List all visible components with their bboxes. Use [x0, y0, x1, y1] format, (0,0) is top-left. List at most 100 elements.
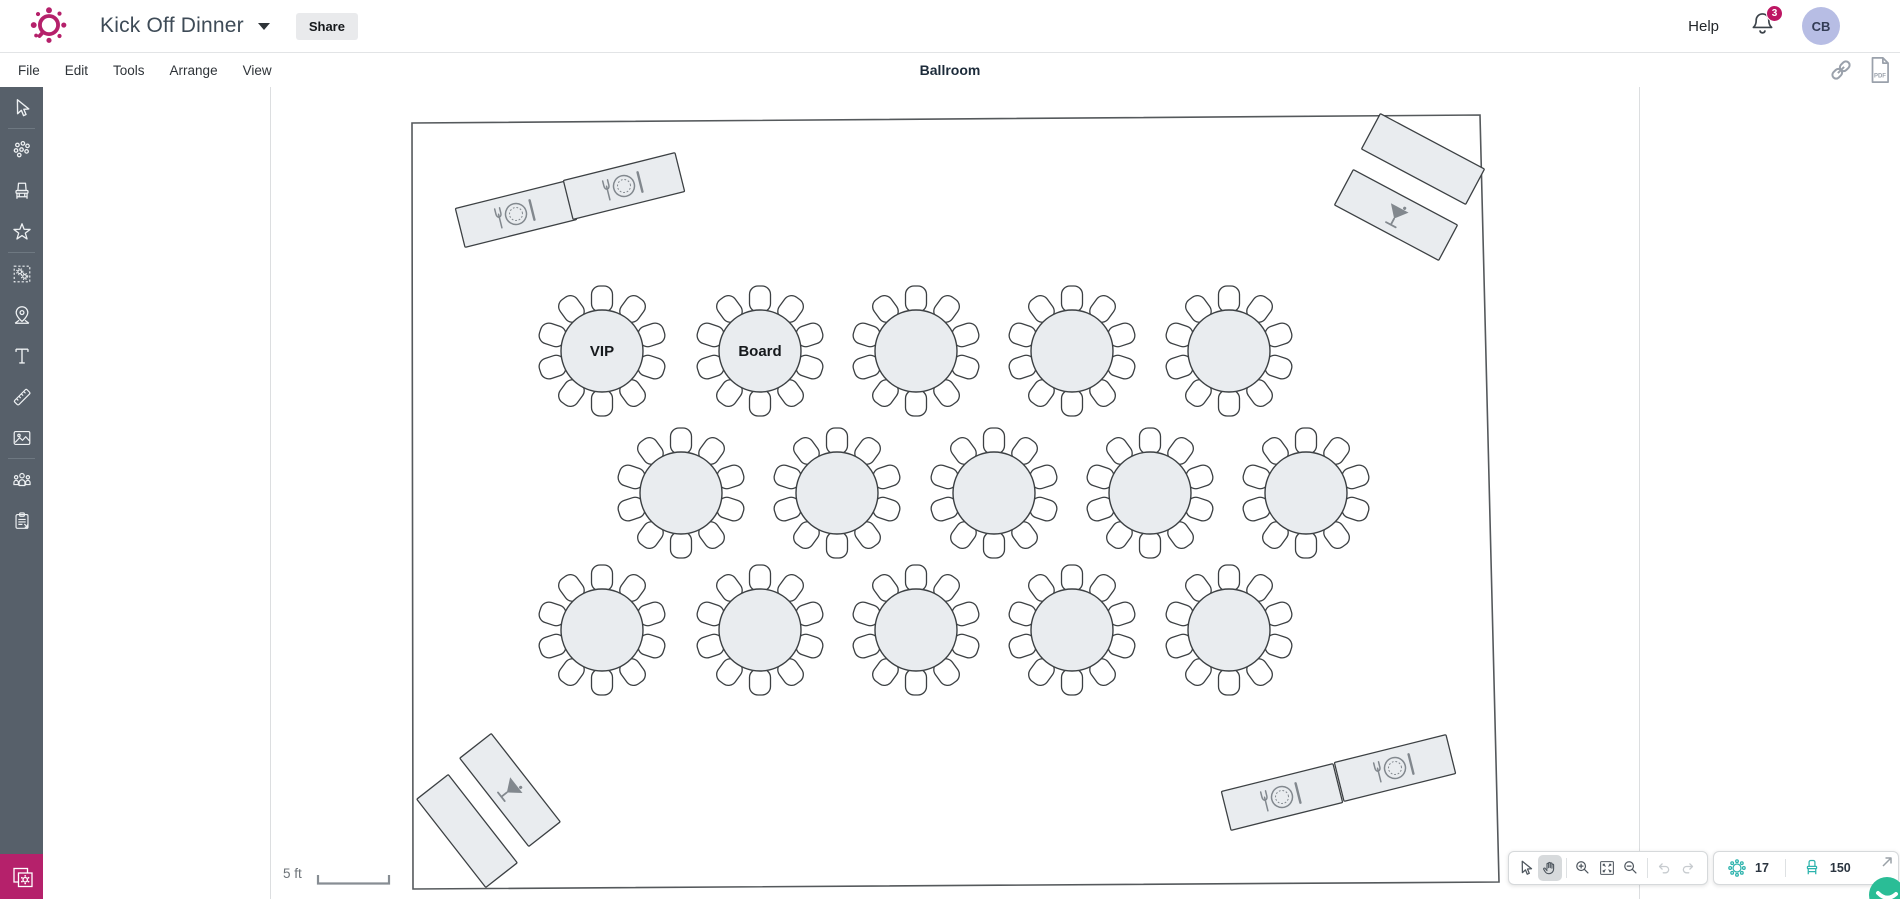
round-table[interactable] [537, 564, 667, 696]
chair [748, 668, 772, 696]
reports-tool[interactable] [0, 500, 43, 541]
place-setting-icon [1372, 753, 1415, 783]
tool-sidebar [0, 87, 43, 899]
menu-file[interactable]: File [18, 62, 40, 78]
zoom-out-icon [1624, 861, 1637, 874]
notifications-button[interactable]: 3 [1749, 5, 1783, 42]
bar-table[interactable] [459, 733, 561, 847]
chat-widget-button[interactable] [1869, 877, 1900, 899]
round-table[interactable] [1241, 427, 1371, 559]
select-mode-button[interactable] [1514, 855, 1538, 881]
fit-screen-icon [1600, 861, 1614, 875]
chair [825, 531, 849, 559]
round-table[interactable]: VIP [537, 285, 667, 417]
chair [748, 285, 772, 313]
chair [590, 564, 614, 592]
chair [904, 285, 928, 313]
chair [669, 427, 693, 455]
round-table[interactable] [695, 564, 825, 696]
round-table[interactable] [1164, 285, 1294, 417]
chair [1060, 564, 1084, 592]
chair [748, 389, 772, 417]
chair [1294, 427, 1318, 455]
banquet-table[interactable] [1220, 763, 1344, 831]
place-setting-icon [601, 171, 644, 201]
menu-view[interactable]: View [242, 62, 272, 78]
auto-layout-tool[interactable] [0, 253, 43, 294]
map-pin-tool[interactable] [0, 294, 43, 335]
user-avatar[interactable]: CB [1802, 7, 1840, 45]
share-button[interactable]: Share [295, 12, 358, 40]
objects-tool[interactable] [0, 129, 43, 170]
cursor-icon [16, 98, 29, 116]
tables-count: 17 [1755, 861, 1769, 875]
text-T-icon [14, 347, 29, 364]
floor-plans-tool[interactable] [0, 854, 43, 899]
ruler-icon [13, 388, 30, 405]
place-setting-icon [493, 199, 536, 229]
table-label: Board [738, 343, 781, 360]
app-logo-icon[interactable] [28, 5, 70, 47]
chair [1138, 531, 1162, 559]
chair [1217, 564, 1241, 592]
select-tool[interactable] [0, 87, 43, 128]
menu-arrange[interactable]: Arrange [169, 62, 218, 78]
chair [1060, 389, 1084, 417]
attendees-tool[interactable] [0, 459, 43, 500]
menu-edit[interactable]: Edit [64, 62, 89, 78]
zoom-out-button[interactable] [1619, 855, 1643, 881]
chair [982, 531, 1006, 559]
round-table[interactable] [772, 427, 902, 559]
round-table[interactable] [851, 285, 981, 417]
measure-tool[interactable] [0, 376, 43, 417]
chair [590, 285, 614, 313]
title-dropdown-caret-icon[interactable] [257, 22, 270, 30]
undo-button[interactable] [1652, 855, 1676, 881]
chair [1217, 285, 1241, 313]
chair [904, 668, 928, 696]
martini-glass-icon [497, 777, 523, 803]
banquet-table[interactable] [562, 152, 686, 220]
image-icon [13, 430, 30, 445]
chair [1060, 668, 1084, 696]
export-pdf-icon[interactable]: PDF [1866, 55, 1894, 85]
svg-text:PDF: PDF [1874, 74, 1886, 80]
favorites-tool[interactable] [0, 211, 43, 252]
layout-gears-icon [13, 265, 30, 282]
seating-tool[interactable] [0, 170, 43, 211]
round-table[interactable] [1085, 427, 1215, 559]
round-table[interactable] [851, 564, 981, 696]
cursor-icon [1521, 860, 1533, 875]
round-table[interactable] [929, 427, 1059, 559]
chair [982, 427, 1006, 455]
share-link-icon[interactable] [1826, 55, 1856, 85]
banquet-table[interactable] [1333, 734, 1457, 802]
round-table[interactable] [1007, 564, 1137, 696]
document-title: Kick Off Dinner [100, 14, 244, 37]
banquet-table[interactable] [416, 774, 518, 888]
banquet-table[interactable] [1361, 113, 1485, 205]
help-link[interactable]: Help [1688, 17, 1719, 35]
menu-tools[interactable]: Tools [113, 62, 145, 78]
place-setting-icon [1259, 782, 1302, 812]
bar-table[interactable] [1334, 169, 1458, 261]
canvas-left-edge [270, 87, 271, 899]
redo-button[interactable] [1676, 855, 1700, 881]
chair [669, 531, 693, 559]
image-tool[interactable] [0, 417, 43, 458]
menu-bar: File Edit Tools Arrange View Ballroom PD… [0, 53, 1900, 87]
text-tool[interactable] [0, 335, 43, 376]
zoom-in-button[interactable] [1571, 855, 1595, 881]
expand-panel-icon[interactable] [1880, 855, 1894, 869]
chair [904, 389, 928, 417]
pan-mode-button[interactable] [1538, 855, 1562, 881]
round-table[interactable] [1007, 285, 1137, 417]
zoom-fit-button[interactable] [1595, 855, 1619, 881]
round-table[interactable] [616, 427, 746, 559]
inventory-stats-panel[interactable]: 17 150 [1713, 851, 1899, 885]
round-table[interactable] [1164, 564, 1294, 696]
chat-widget-icon [1876, 891, 1898, 899]
round-table[interactable]: Board [695, 285, 825, 417]
people-icon [12, 472, 31, 486]
